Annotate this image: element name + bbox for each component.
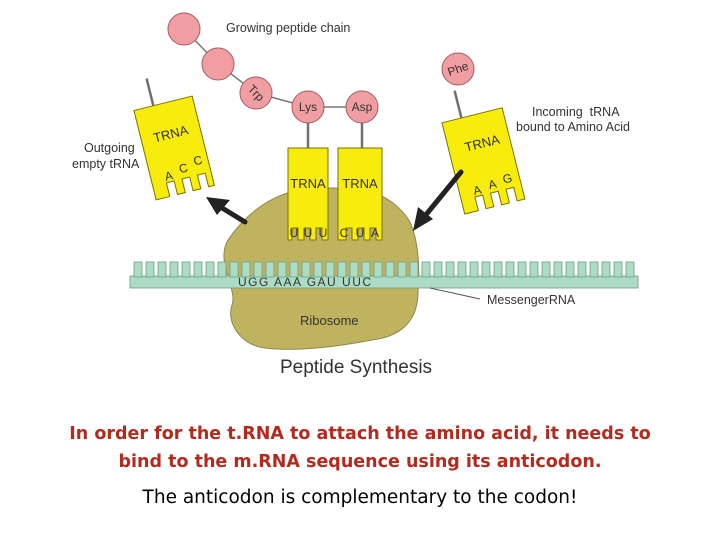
- mrna-base: [301, 261, 311, 278]
- mrna-base: [517, 261, 527, 278]
- phe-label: Phe: [446, 59, 471, 80]
- asp-trna-label: TRNA: [342, 176, 378, 191]
- lys-trna-label: TRNA: [290, 176, 326, 191]
- asp-amino-acid: Asp: [345, 90, 379, 124]
- lys-anticodon-2: U: [304, 226, 313, 240]
- mrna-base: [133, 261, 143, 278]
- incoming-anticodon-1: A: [472, 182, 483, 198]
- mrna-base: [577, 261, 587, 278]
- mrna-base: [193, 261, 203, 278]
- incoming-label-line2: bound to Amino Acid: [516, 120, 630, 134]
- mrna-base: [409, 261, 419, 278]
- lys-amino-acid: Lys: [291, 90, 325, 124]
- lys-label: Lys: [299, 100, 317, 114]
- mrna-base: [397, 261, 407, 278]
- outgoing-trna: TRNA A C C: [133, 78, 216, 201]
- mrna-base: [373, 261, 383, 278]
- chain-amino-acid: [167, 12, 201, 46]
- mrna-base: [205, 261, 215, 278]
- mrna-base: [421, 261, 431, 278]
- outgoing-anticodon-2: C: [177, 160, 189, 176]
- mrna-base: [217, 261, 227, 278]
- mrna-base: [529, 261, 539, 278]
- mrna-base: [553, 261, 563, 278]
- mrna-codon-sequence: UGG AAA GAU UUC: [238, 275, 373, 289]
- incoming-trna-stem: [453, 90, 463, 119]
- mrna-base: [241, 261, 251, 278]
- incoming-anticodon-3: G: [501, 171, 513, 187]
- chain-amino-acid: [201, 47, 235, 81]
- lys-anticodon-1: U: [290, 226, 299, 240]
- mrna-base: [337, 261, 347, 278]
- asp-anticodon-3: A: [371, 226, 379, 240]
- mrna-base: [145, 261, 155, 278]
- asp-anticodon-2: U: [356, 226, 365, 240]
- trp-amino-acid: Trp: [239, 76, 273, 110]
- phe-amino-acid: Phe: [441, 52, 475, 86]
- mrna-base: [157, 261, 167, 278]
- mrna-base: [361, 261, 371, 278]
- asp-trna: [337, 147, 383, 241]
- mrna-base: [613, 261, 623, 278]
- mrna-bases: [133, 261, 635, 278]
- mrna-base: [277, 261, 287, 278]
- lys-anticodon-3: U: [319, 226, 328, 240]
- mrna-base: [493, 261, 503, 278]
- mrna-base: [289, 261, 299, 278]
- outgoing-anticodon-3: C: [192, 153, 204, 169]
- mrna-base: [181, 261, 191, 278]
- diagram-title: Peptide Synthesis: [280, 357, 432, 378]
- mrna-base: [313, 261, 323, 278]
- mrna-base: [349, 261, 359, 278]
- mrna-base: [253, 261, 263, 278]
- mrna-base: [541, 261, 551, 278]
- incoming-label-line1: Incoming tRNA: [532, 105, 620, 119]
- peptide-synthesis-diagram: Ribosome UGG AAA GAU UUC MessengerRNA Tr…: [72, 12, 639, 378]
- asp-anticodon-1: C: [340, 226, 349, 240]
- caption-emphasis: In order for the t.RNA to attach the ami…: [0, 420, 720, 476]
- lys-trna: [287, 147, 329, 241]
- outgoing-arrow: [206, 197, 248, 225]
- outgoing-anticodon-1: A: [163, 168, 174, 184]
- mrna-base: [385, 261, 395, 278]
- mrna-base: [265, 261, 275, 278]
- incoming-trna: TRNA A A G: [441, 90, 526, 215]
- mrna-base: [325, 261, 335, 278]
- mrna-base: [469, 261, 479, 278]
- mrna-base: [565, 261, 575, 278]
- mrna-base: [505, 261, 515, 278]
- outgoing-label-line2: empty tRNA: [72, 157, 140, 171]
- caption-line-1: In order for the t.RNA to attach the ami…: [69, 424, 651, 444]
- mrna-base: [229, 261, 239, 278]
- caption-line-3: The anticodon is complementary to the co…: [142, 487, 578, 508]
- asp-label: Asp: [352, 100, 373, 114]
- incoming-arrow: [413, 169, 464, 231]
- incoming-anticodon-2: A: [487, 177, 498, 193]
- mrna-base: [589, 261, 599, 278]
- mrna-base: [481, 261, 491, 278]
- ribosome-label: Ribosome: [300, 313, 359, 328]
- mrna-base: [169, 261, 179, 278]
- growing-chain-label: Growing peptide chain: [226, 21, 350, 35]
- mrna-base: [445, 261, 455, 278]
- outgoing-trna-stem: [145, 78, 155, 107]
- caption-line-2: bind to the m.RNA sequence using its ant…: [118, 452, 602, 472]
- mrna-base: [625, 261, 635, 278]
- mrna-base: [433, 261, 443, 278]
- mrna-callout-line: [429, 287, 481, 300]
- mrna-base: [601, 261, 611, 278]
- outgoing-label-line1: Outgoing: [84, 141, 135, 155]
- mrna-strand: [129, 275, 639, 289]
- mrna-label: MessengerRNA: [487, 293, 576, 307]
- mrna-base: [457, 261, 467, 278]
